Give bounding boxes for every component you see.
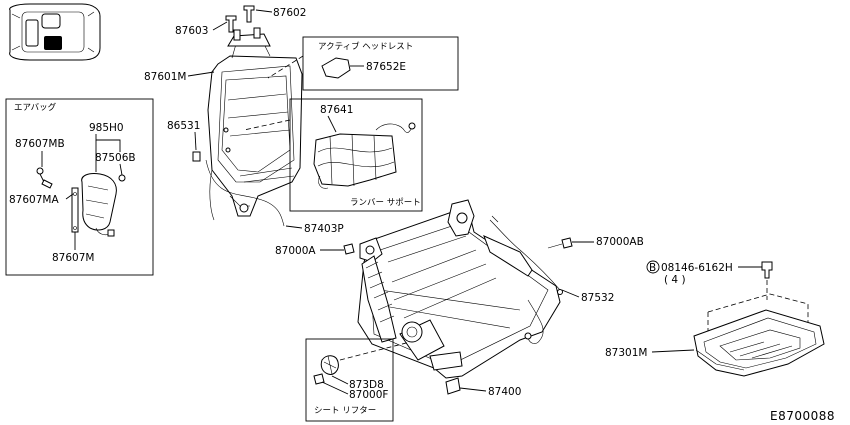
label-87400: 87400 [488, 386, 521, 398]
active-headrest-title: アクティブ ヘッドレスト [318, 41, 413, 52]
bolt-mark-icon [646, 260, 660, 274]
label-87301M: 87301M [605, 347, 647, 359]
clip-86531: 86531 [167, 120, 201, 162]
label-87532: 87532 [581, 292, 614, 304]
bolt-08146: B 08146-6162H ( 4 ) [646, 260, 773, 300]
screw-87000a: 87000A [275, 243, 355, 257]
airbag-panel: エアバッグ 87607MB 985H0 87506B 87607MA 87607… [5, 98, 154, 276]
label-87641: 87641 [320, 104, 353, 116]
harness-87403p [205, 159, 285, 227]
seat-cushion-frame [357, 199, 561, 395]
label-87652E: 87652E [366, 61, 406, 73]
label-08146-6162H: 08146-6162H [661, 262, 733, 274]
label-87602: 87602 [273, 7, 306, 19]
lumbar-support-title: ランバー サポート [350, 198, 421, 208]
label-87000F: 87000F [349, 389, 388, 401]
active-headrest-panel: アクティブ ヘッドレスト 87652E [267, 36, 459, 91]
seat-lifter-title: シート リフター [314, 406, 376, 416]
bracket-87400 [445, 377, 461, 395]
label-87601M: 87601M [144, 71, 186, 83]
seat-tray-87301m: 87301M [605, 293, 825, 377]
fastener-87607mb [36, 167, 44, 175]
screw-87000ab: 87000AB [547, 236, 644, 249]
label-873D8: 873D8 [349, 379, 384, 391]
label-08146-qty: ( 4 ) [664, 274, 686, 286]
svg-text:B: B [649, 262, 656, 274]
lumbar-support-panel: 87641 ランバー サポート [243, 98, 423, 212]
label-87607M: 87607M [52, 252, 94, 264]
car-locator-icon [9, 3, 101, 61]
seat-lifter-panel: 873D8 87000F シート リフター [305, 338, 411, 422]
cable-87532: 87532 [489, 215, 614, 304]
seatback-frame [207, 27, 303, 221]
label-87506B: 87506B [95, 152, 136, 164]
airbag-module [81, 173, 117, 231]
label-87607MA: 87607MA [9, 194, 59, 206]
airbag-panel-title: エアバッグ [14, 102, 57, 113]
label-87603: 87603 [175, 25, 208, 37]
nut-87506b [118, 174, 126, 182]
highlighted-seat-icon [44, 36, 62, 50]
label-87000AB: 87000AB [596, 236, 644, 248]
label-86531: 86531 [167, 120, 200, 132]
label-87607MB: 87607MB [15, 138, 65, 150]
diagram-code: E8700088 [770, 409, 835, 423]
label-87000A: 87000A [275, 245, 316, 257]
label-985H0: 985H0 [89, 122, 124, 134]
label-87403P: 87403P [304, 223, 344, 235]
headrest-guides: 87602 87603 [175, 5, 306, 37]
